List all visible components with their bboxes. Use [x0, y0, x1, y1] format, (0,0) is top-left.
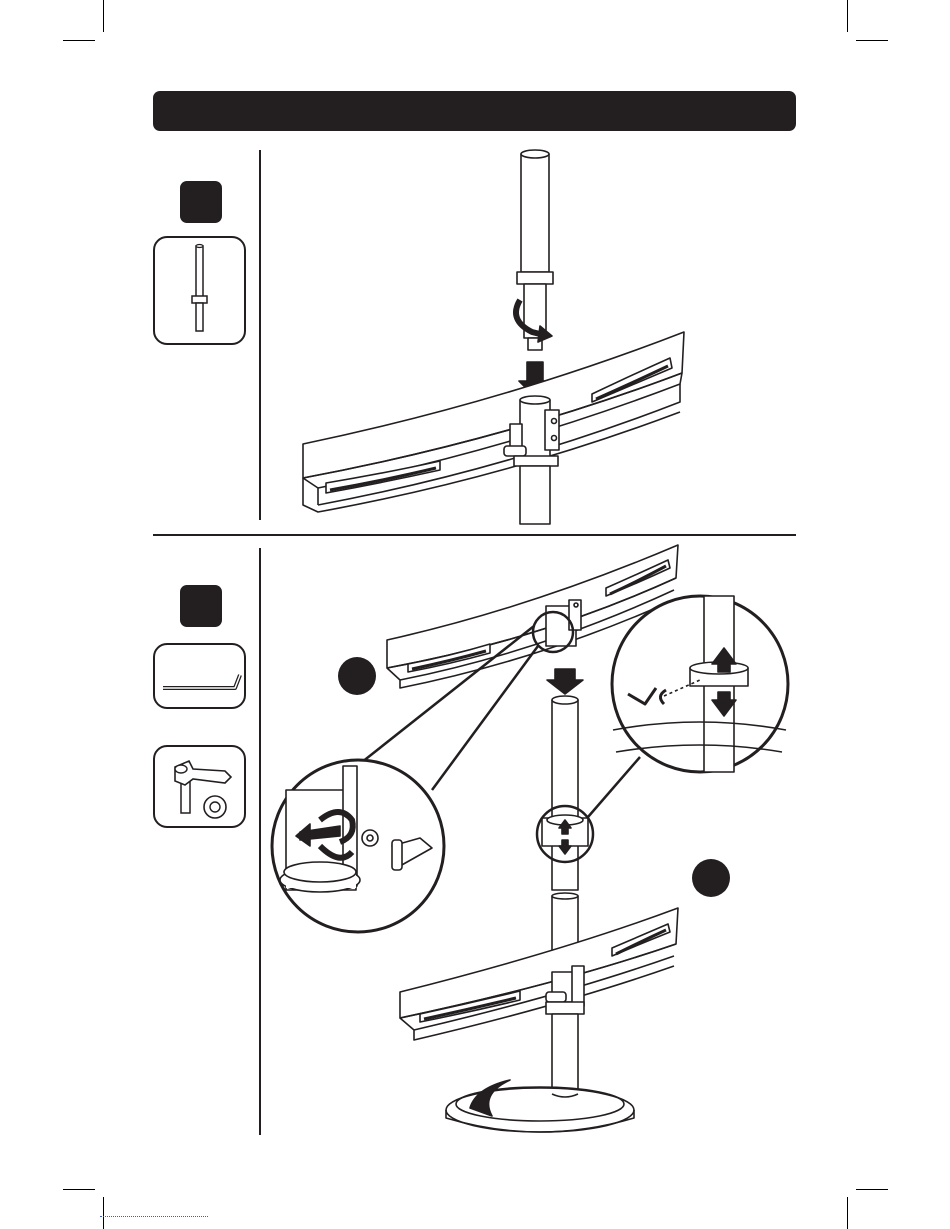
step1-crossbar — [303, 332, 684, 512]
step2-base — [446, 1014, 634, 1132]
step2-lower-crossbar — [400, 908, 678, 1040]
zoom-detail-left — [272, 760, 444, 932]
step2-pole — [542, 669, 588, 972]
step1-pole-assembly — [516, 150, 553, 397]
zoom-detail-right — [612, 596, 788, 772]
